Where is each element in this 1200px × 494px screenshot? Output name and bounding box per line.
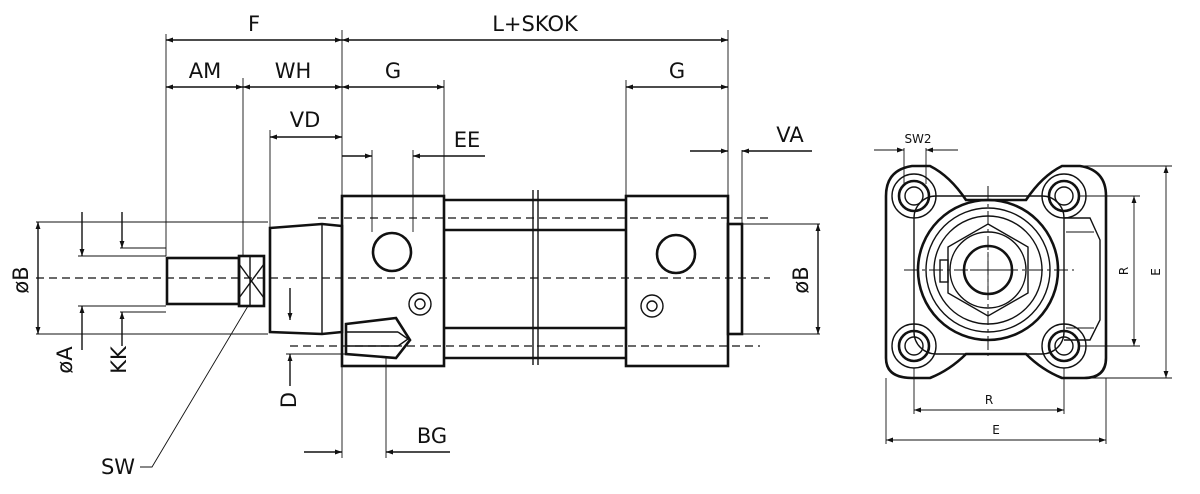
label-dia-b-left: øB [9, 266, 33, 293]
dimension-lines [35, 37, 821, 468]
label-ee: EE [454, 128, 481, 152]
label-l-skok: L+SKOK [492, 12, 579, 36]
label-e-vertical: E [1149, 268, 1163, 276]
label-vd: VD [290, 108, 321, 132]
rear-end-cap [624, 194, 744, 368]
label-dia-b-right: øB [789, 266, 813, 293]
label-f: F [248, 12, 260, 36]
label-dia-a: øA [53, 346, 77, 374]
label-va: VA [776, 123, 804, 147]
label-e-horizontal: E [992, 423, 1000, 437]
tie-rod-bolt [891, 173, 937, 219]
label-sw: SW [101, 455, 135, 479]
end-cap-body [913, 195, 1065, 355]
label-d: D [277, 392, 301, 408]
label-sw2: SW2 [904, 132, 931, 146]
label-r-vertical: R [1117, 267, 1131, 275]
piston-rod [165, 256, 241, 306]
rod-bearing-nose [268, 222, 344, 336]
side-view: F L+SKOK AM WH G G VD EE VA øB øB øA KK … [9, 12, 821, 479]
label-g-left: G [385, 59, 401, 83]
label-bg: BG [417, 424, 447, 448]
label-r-horizontal: R [985, 393, 993, 407]
front-end-cap [340, 194, 446, 368]
label-kk: KK [107, 345, 131, 374]
label-am: AM [189, 59, 221, 83]
rod-wrench-flats [237, 254, 266, 308]
side-port-lug [1064, 217, 1101, 341]
end-view: SW2 R E R E [874, 132, 1172, 444]
end-cap-outline [884, 164, 1108, 380]
tie-rod-bolt [891, 323, 937, 369]
label-g-right: G [669, 59, 685, 83]
extension-lines [36, 30, 820, 458]
label-wh: WH [275, 59, 312, 83]
